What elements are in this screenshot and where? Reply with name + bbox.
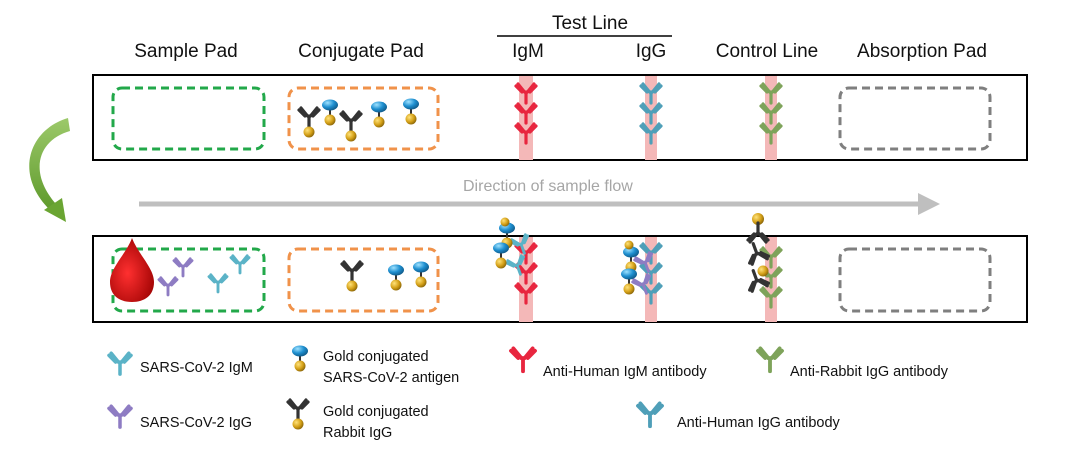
anti-human-igg-top-2	[639, 122, 663, 145]
anti-human-igm-top-2	[514, 122, 538, 145]
gold-antigen-top-0	[322, 99, 338, 126]
rabbit-igg-bottom-0-gold	[346, 280, 358, 292]
rabbit-igg-top-1	[339, 110, 363, 133]
legend-gold-antigen-line2: SARS-CoV-2 antigen	[323, 370, 460, 386]
rabbit-igg-top-0	[297, 106, 321, 129]
flow-label: Direction of sample flow	[463, 178, 633, 195]
header-sample-pad: Sample Pad	[134, 41, 238, 62]
legend-sars-igm-label: SARS-CoV-2 IgM	[140, 360, 253, 376]
captured-sars-igm-1	[505, 254, 526, 276]
captured-rabbit-igg-0	[746, 221, 770, 244]
anti-human-igm-bottom-2	[514, 282, 538, 305]
strip-before	[92, 74, 1028, 161]
header-control-line: Control Line	[715, 41, 819, 62]
anti-rabbit-igg-top-0	[759, 82, 783, 105]
gold-antigen-bottom-0	[388, 264, 404, 291]
absorption-pad-bottom	[838, 247, 992, 313]
sars-igg-sample-0	[172, 257, 194, 278]
strip-after	[92, 235, 1028, 323]
header-test-line: Test Line	[551, 13, 629, 34]
captured-sars-igg-1	[631, 273, 652, 295]
legend-anti-rabbit-igg-icon	[756, 346, 784, 374]
anti-human-igm-top-1	[514, 102, 538, 125]
legend-sars-igg-label: SARS-CoV-2 IgG	[140, 415, 253, 431]
conjugate-pad-bottom	[287, 247, 440, 313]
legend-sars-igm-icon	[107, 351, 133, 376]
gold-antigen-top-1	[371, 101, 387, 128]
legend-anti-human-igg-label: Anti-Human IgG antibody	[677, 415, 840, 431]
legend-anti-human-igm-icon	[509, 346, 537, 374]
anti-human-igg-top-1	[639, 102, 663, 125]
blood-drop	[110, 238, 154, 302]
header-conjugate-pad: Conjugate Pad	[298, 41, 424, 62]
sars-igg-sample-1	[157, 276, 179, 297]
legend-gold-antigen-icon	[292, 345, 308, 372]
captured-antigen-igg-extra	[624, 240, 634, 250]
conjugate-pad-top	[287, 86, 440, 151]
anti-rabbit-igg-top-2	[759, 122, 783, 145]
sars-igm-sample-1	[229, 254, 251, 275]
anti-human-igm-top-0	[514, 82, 538, 105]
captured-rabbit-gold-1	[757, 265, 769, 277]
captured-antigen-igm-0-top	[500, 217, 510, 227]
anti-rabbit-igg-bottom-2	[759, 286, 783, 309]
captured-sars-igm-0	[509, 233, 530, 255]
legend-anti-human-igm-label: Anti-Human IgM antibody	[543, 364, 707, 380]
anti-human-igg-top-0	[639, 82, 663, 105]
legend-gold-rabbit-icon-gold	[292, 418, 304, 430]
flow-arrow	[139, 193, 940, 215]
captured-antigen-igm-1	[493, 242, 509, 269]
header-igm: IgM	[512, 41, 544, 62]
captured-rabbit-igg-2	[748, 269, 771, 293]
curved-flow-arrow	[29, 118, 70, 222]
legend-gold-antigen-line1: Gold conjugated	[323, 349, 429, 365]
rabbit-igg-top-1-gold	[345, 130, 357, 142]
captured-rabbit-igg-1	[748, 242, 771, 266]
legend-sars-igg-icon	[107, 404, 133, 429]
rabbit-igg-bottom-0	[340, 260, 364, 283]
sample-pad-top	[111, 86, 266, 151]
legend-anti-rabbit-igg-label: Anti-Rabbit IgG antibody	[790, 364, 948, 380]
absorption-pad-top	[838, 86, 992, 151]
legend-gold-rabbit-line2: Rabbit IgG	[323, 425, 393, 441]
sars-igm-sample-0	[207, 273, 229, 294]
gold-antigen-bottom-1	[413, 261, 429, 288]
legend-gold-rabbit-icon	[286, 398, 310, 421]
legend-gold-rabbit-line1: Gold conjugated	[323, 404, 429, 420]
legend-anti-human-igg-icon	[636, 401, 664, 429]
captured-antigen-igg-1	[621, 268, 637, 295]
sample-pad-bottom	[111, 247, 266, 313]
header-igg: IgG	[635, 41, 667, 62]
captured-sars-igg-0	[633, 251, 654, 273]
anti-rabbit-igg-top-1	[759, 102, 783, 125]
header-absorption-pad: Absorption Pad	[857, 41, 987, 62]
gold-antigen-top-2	[403, 98, 419, 125]
rabbit-igg-top-0-gold	[303, 126, 315, 138]
captured-rabbit-gold-0	[752, 213, 764, 225]
